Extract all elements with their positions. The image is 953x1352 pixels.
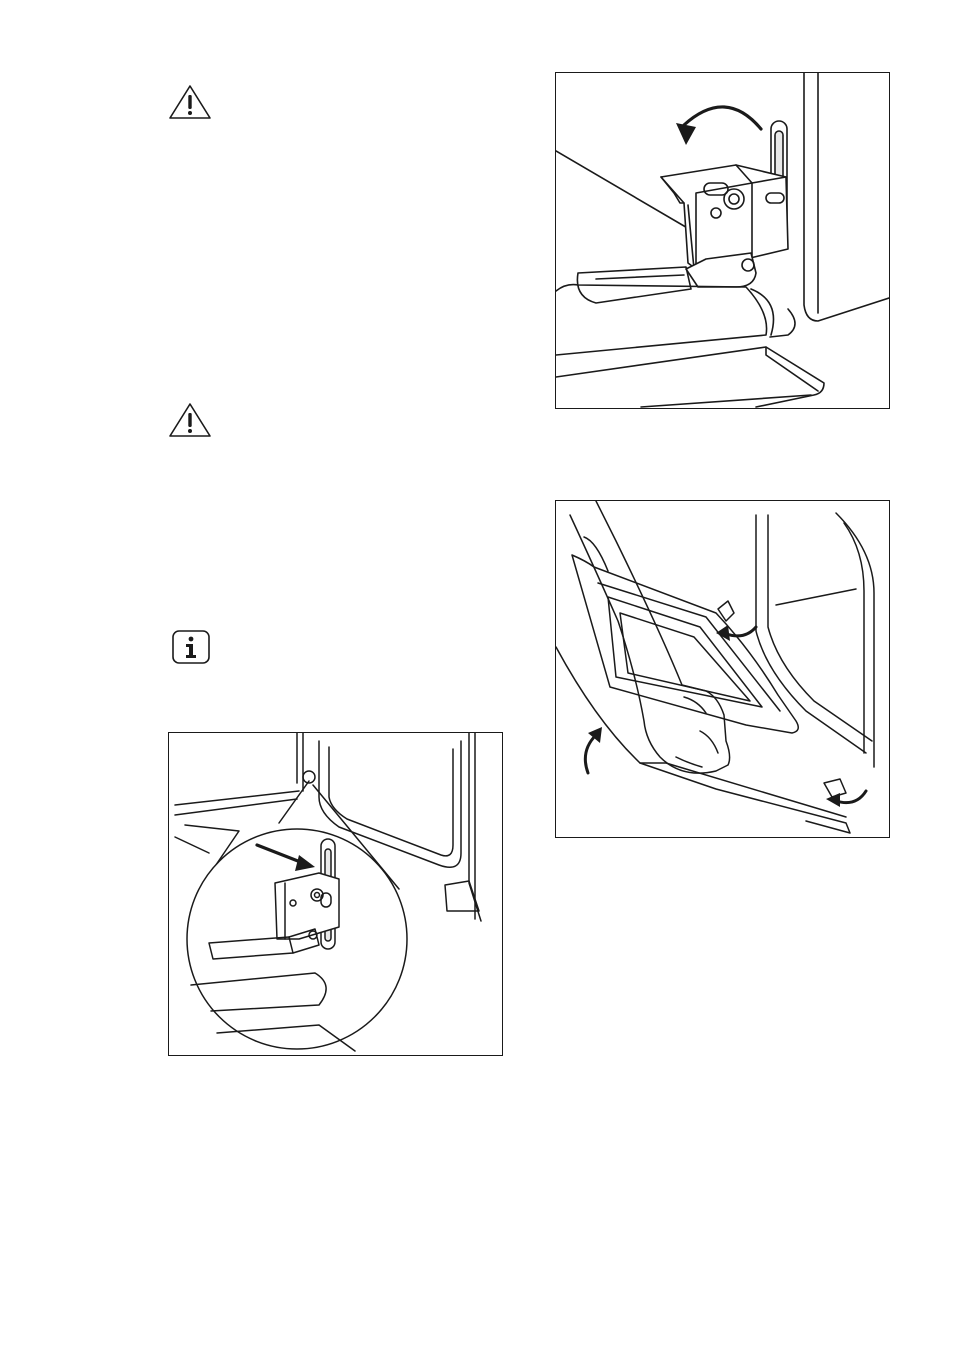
info-square-icon [171,629,211,665]
figure-hinge-lever [555,72,890,409]
warning-triangle-icon [168,84,212,120]
warning-icon-1 [168,84,212,120]
warning-icon-2 [168,402,212,438]
info-icon-1 [171,629,211,665]
figure-hinge-detail [168,732,503,1056]
figure-door-removal [555,500,890,838]
warning-triangle-icon [168,402,212,438]
